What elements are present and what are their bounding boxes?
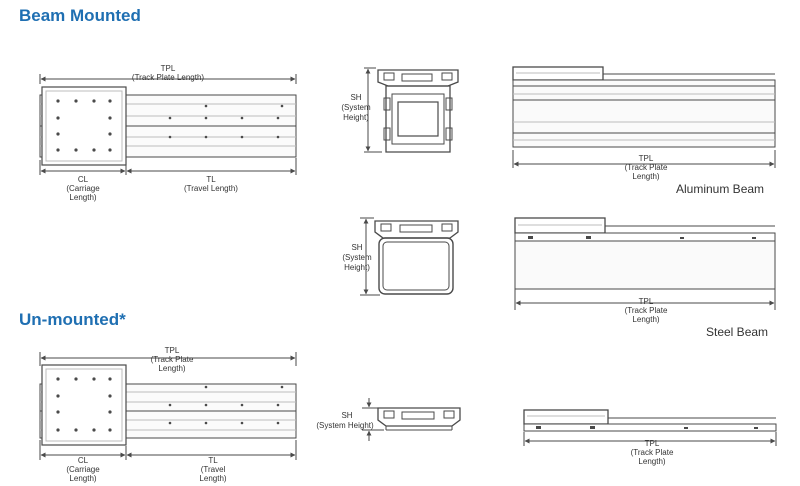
label-track-plate-3: (Track Plate: [625, 306, 668, 315]
label-tl-1: TL: [206, 175, 216, 184]
label-sh-2: SH: [351, 243, 362, 252]
label-track-plate-length-2: Length): [632, 172, 659, 181]
aluminum-side-view: [512, 66, 776, 168]
label-carriage-length-2: Length): [69, 474, 96, 483]
label-track-plate-5: (Track Plate: [631, 448, 674, 457]
label-cl-1: CL: [78, 175, 89, 184]
un-mounted-plan-view: [39, 352, 297, 460]
label-travel-length-1: (Travel Length): [184, 184, 238, 193]
label-cl-2: CL: [78, 456, 89, 465]
label-system-2: (System: [342, 253, 372, 262]
un-mounted-end-view: [362, 398, 461, 441]
steel-end-view: [360, 217, 459, 296]
label-tpl-1: TPL: [161, 64, 176, 73]
beam-mounted-plan-view: [39, 74, 297, 175]
label-track-plate-length-4: Length): [158, 364, 185, 373]
label-system-1: (System: [341, 103, 371, 112]
label-carriage-1: (Carriage: [66, 184, 100, 193]
label-track-plate-2: (Track Plate: [625, 163, 668, 172]
caption-aluminum-beam: Aluminum Beam: [676, 182, 765, 196]
label-carriage-2: (Carriage: [66, 465, 100, 474]
label-height-2: Height): [344, 263, 370, 272]
label-tpl-2: TPL: [639, 154, 654, 163]
label-tpl-3: TPL: [639, 297, 654, 306]
label-travel-length-2: Length): [199, 474, 226, 483]
label-sh-1: SH: [350, 93, 361, 102]
caption-steel-beam: Steel Beam: [706, 325, 769, 339]
label-sh-3: SH: [341, 411, 352, 420]
label-tpl-5: TPL: [645, 439, 660, 448]
label-system-height-3: (System Height): [316, 421, 374, 430]
steel-side-view: [514, 217, 776, 310]
aluminum-end-view: [364, 67, 459, 153]
label-travel-2: (Travel: [201, 465, 226, 474]
label-carriage-length-1: Length): [69, 193, 96, 202]
label-height-1: Height): [343, 113, 369, 122]
label-track-plate-length-3: Length): [632, 315, 659, 324]
label-track-plate-length-5: Length): [638, 457, 665, 466]
label-track-plate-length-1: (Track Plate Length): [132, 73, 205, 82]
un-mounted-side-view: [523, 409, 777, 446]
heading-beam-mounted: Beam Mounted: [19, 6, 141, 25]
heading-un-mounted: Un-mounted*: [19, 310, 126, 329]
label-track-plate-4: (Track Plate: [151, 355, 194, 364]
label-tl-2: TL: [208, 456, 218, 465]
label-tpl-4: TPL: [165, 346, 180, 355]
